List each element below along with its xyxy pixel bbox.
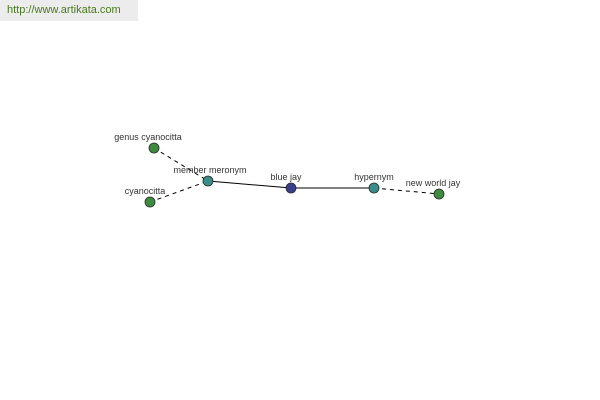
edge-meronym-bluejay: [207, 180, 292, 189]
node-label-bluejay: blue jay: [270, 172, 302, 182]
nodes-layer: [144, 142, 445, 208]
node-newworld[interactable]: [433, 188, 445, 200]
labels-layer: genus cyanocitta cyanocitta member meronym…: [114, 132, 461, 196]
node-cyanocitta[interactable]: [144, 196, 156, 208]
node-hypernym[interactable]: [368, 182, 380, 194]
edge-genus-meronym: [153, 147, 209, 182]
node-meronym[interactable]: [202, 175, 214, 187]
node-label-newworld: new world jay: [406, 178, 461, 188]
node-genus[interactable]: [148, 142, 160, 154]
node-label-meronym: member meronym: [173, 165, 246, 175]
node-bluejay[interactable]: [285, 182, 297, 194]
node-label-genus: genus cyanocitta: [114, 132, 182, 142]
node-label-hypernym: hypernym: [354, 172, 394, 182]
node-label-cyanocitta: cyanocitta: [125, 186, 166, 196]
site-url-link[interactable]: http://www.artikata.com: [7, 4, 121, 16]
url-bar: http://www.artikata.com: [0, 0, 138, 21]
edge-hypernym-newworld: [373, 187, 440, 195]
edges-layer: [149, 147, 440, 203]
edge-cyanocitta-meronym: [149, 180, 209, 203]
